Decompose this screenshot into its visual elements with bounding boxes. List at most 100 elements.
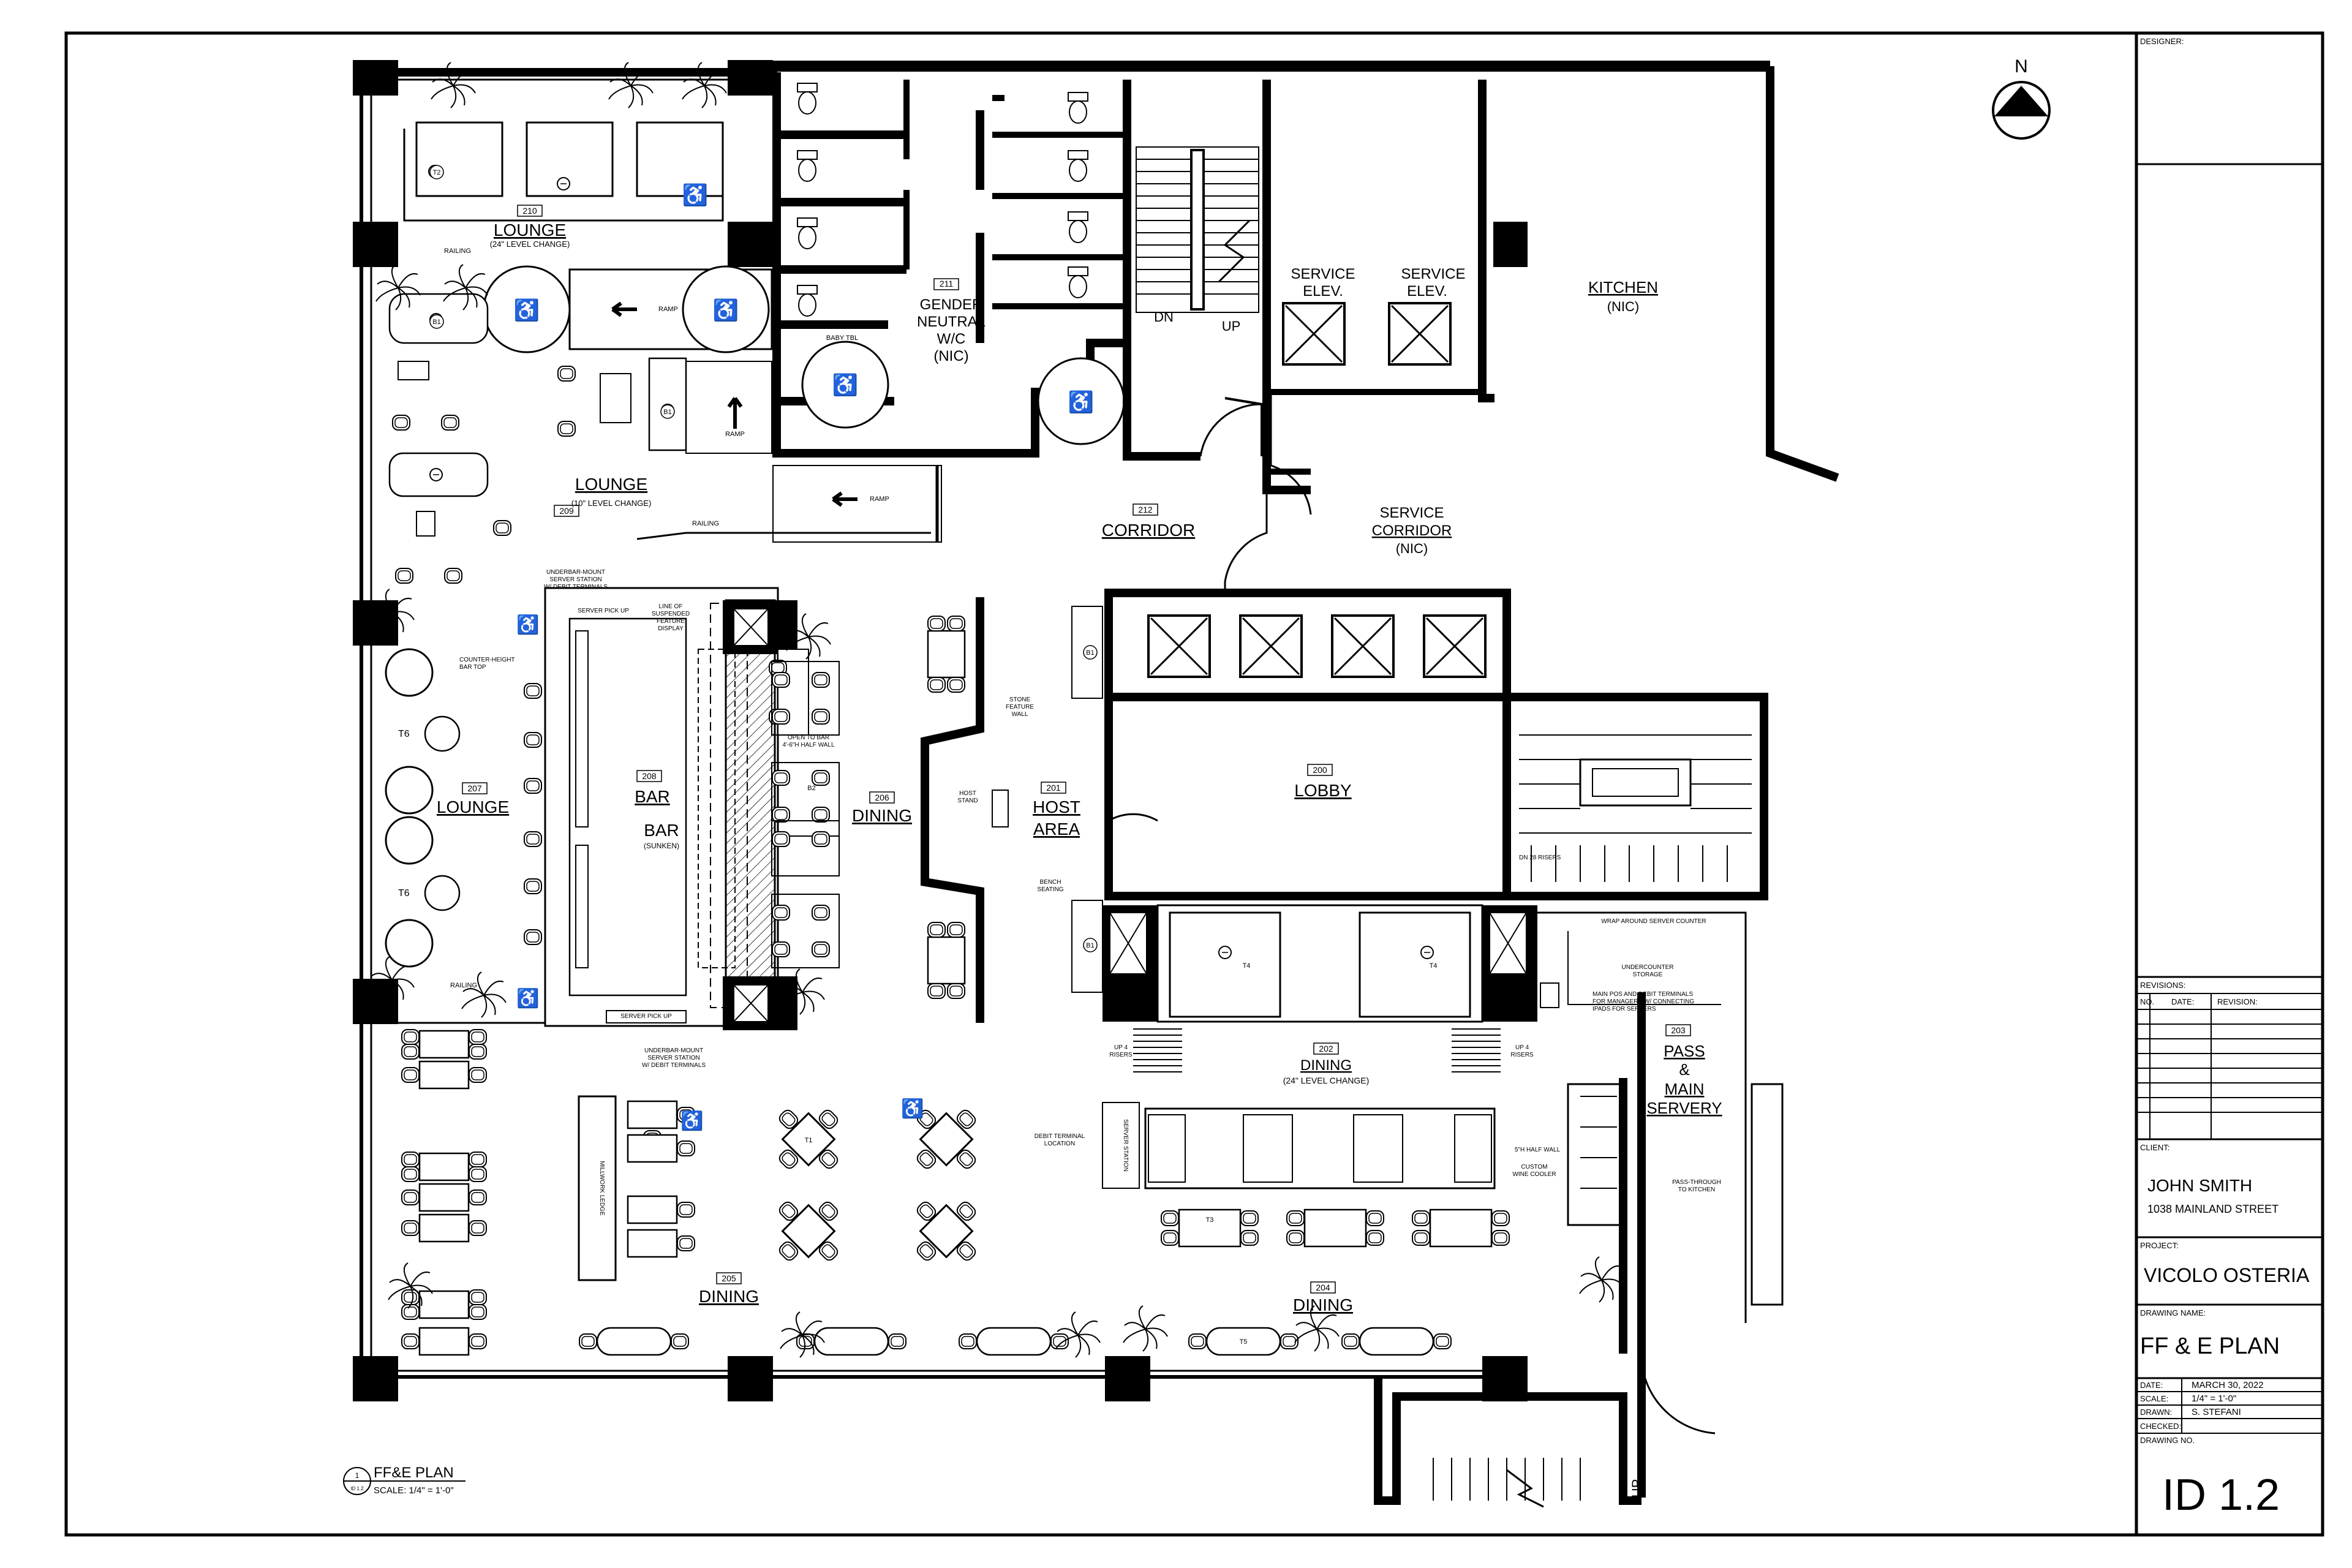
tb-rev-date: DATE: bbox=[2171, 997, 2194, 1006]
lobby-200 bbox=[1104, 589, 1768, 900]
bench-seating-2: SEATING bbox=[1037, 886, 1063, 893]
north-label: N bbox=[2015, 56, 2028, 77]
room-211-line-2: NEUTRAL bbox=[917, 314, 986, 330]
underbar-top-1: UNDERBAR-MOUNT bbox=[546, 569, 605, 576]
stone-feature-wall bbox=[921, 597, 984, 1023]
south-stair-up: UP bbox=[1629, 1479, 1645, 1498]
servery-203 bbox=[1537, 911, 1784, 1434]
tag-t6-1: T6 bbox=[398, 729, 410, 739]
ramp-label-2: RAMP bbox=[725, 431, 745, 438]
dining-205-tables: ♿ ♿ bbox=[388, 1029, 1101, 1358]
underbar-top-2: SERVER STATION bbox=[549, 576, 602, 583]
south-stair bbox=[1433, 1458, 1581, 1508]
tag-b1-b: B1 bbox=[432, 318, 440, 326]
room-208-name: BAR bbox=[635, 787, 670, 806]
dining-202 bbox=[1102, 904, 1537, 1189]
tb-date-value: MARCH 30, 2022 bbox=[2192, 1380, 2264, 1390]
tag-t3-a: T3 bbox=[1206, 1216, 1214, 1224]
counter-height-2: BAR TOP bbox=[459, 664, 486, 671]
tb-drawn-value: S. STEFANI bbox=[2192, 1407, 2241, 1417]
underbar-bottom-3: W/ DEBIT TERMINALS bbox=[642, 1062, 706, 1069]
pass-through-1: PASS-THROUGH bbox=[1672, 1179, 1721, 1186]
bar-block bbox=[544, 587, 797, 1030]
tb-rev-no: NO. bbox=[2140, 997, 2154, 1006]
open-to-bar-2: 4'-6"H HALF WALL bbox=[782, 742, 835, 748]
underbar-bottom-2: SERVER STATION bbox=[647, 1055, 700, 1061]
kitchen-line-1: KITCHEN bbox=[1588, 278, 1658, 296]
service-corridor-line-2: CORRIDOR bbox=[1372, 522, 1452, 539]
tb-client-label: CLIENT: bbox=[2140, 1143, 2169, 1152]
room-201-line-1: HOST bbox=[1033, 797, 1080, 816]
room-211-num: 211 bbox=[940, 279, 954, 288]
room-203-line-4: SERVERY bbox=[1646, 1099, 1722, 1117]
svg-text:♿: ♿ bbox=[514, 298, 540, 322]
svg-text:♿: ♿ bbox=[680, 1110, 703, 1131]
server-pickup-top: SERVER PICK UP bbox=[578, 608, 629, 614]
custom-wine-2: WINE COOLER bbox=[1512, 1171, 1556, 1178]
tag-t2-a: T2 bbox=[433, 169, 441, 176]
lobby-stair-treads bbox=[1519, 734, 1752, 882]
host-stand bbox=[992, 790, 1009, 827]
tb-drawn-label: DRAWN: bbox=[2140, 1408, 2172, 1417]
room-209-sub: (10" LEVEL CHANGE) bbox=[571, 499, 652, 508]
room-209-num: 209 bbox=[559, 506, 574, 516]
sheet-border bbox=[64, 31, 2324, 1537]
underbar-bottom-1: UNDERBAR-MOUNT bbox=[644, 1047, 703, 1054]
drawing-tag-scale: SCALE: 1/4" = 1'-0" bbox=[374, 1485, 454, 1496]
baby-table-label: BABY TBL bbox=[826, 334, 858, 342]
underbar-top-3: W/ DEBIT TERMINALS bbox=[544, 584, 608, 590]
tag-t1-a: T1 bbox=[805, 1137, 813, 1144]
room-212-num: 212 bbox=[1138, 505, 1153, 514]
room-211-line-1: GENDER bbox=[920, 296, 983, 313]
half-wall-note: 5"H HALF WALL bbox=[1515, 1147, 1561, 1153]
tb-drawing-name: FF & E PLAN bbox=[2140, 1333, 2280, 1359]
room-205-num: 205 bbox=[722, 1273, 736, 1283]
room-200-name: LOBBY bbox=[1294, 781, 1352, 800]
drawing-tag-num: 1 bbox=[355, 1471, 360, 1480]
svg-text:♿: ♿ bbox=[516, 614, 539, 635]
tb-date-label: DATE: bbox=[2140, 1381, 2163, 1390]
main-pos-3: IPADS FOR SERVERS bbox=[1593, 1006, 1656, 1012]
room-211-line-3: W/C bbox=[937, 331, 966, 347]
room-201-line-2: AREA bbox=[1033, 820, 1080, 839]
service-elev-1-line-1: SERVICE bbox=[1291, 266, 1355, 282]
service-core bbox=[1262, 80, 1494, 515]
room-207-num: 207 bbox=[467, 783, 482, 793]
room-206-num: 206 bbox=[875, 793, 889, 802]
kitchen-line-2: (NIC) bbox=[1607, 299, 1640, 314]
server-pickup-bottom: SERVER PICK UP bbox=[620, 1013, 672, 1020]
bar-stools bbox=[524, 683, 542, 945]
room-202-num: 202 bbox=[1319, 1044, 1333, 1054]
title-block bbox=[2136, 163, 2323, 1434]
room-200-num: 200 bbox=[1313, 765, 1327, 775]
tag-t4-b: T4 bbox=[1430, 962, 1438, 970]
tag-b1-d: B1 bbox=[1086, 942, 1094, 949]
structural-columns bbox=[353, 60, 1528, 1401]
accessible-icon: ♿ bbox=[1068, 390, 1094, 414]
room-203-line-1: PASS bbox=[1664, 1042, 1705, 1060]
risers-note: DN 28 RISERS bbox=[1519, 854, 1561, 861]
tb-client-name: JOHN SMITH bbox=[2147, 1176, 2252, 1195]
room-205-name: DINING bbox=[699, 1287, 759, 1306]
tb-designer-label: DESIGNER: bbox=[2140, 37, 2184, 46]
room-209-name: LOUNGE bbox=[575, 475, 647, 494]
undercounter-2: STORAGE bbox=[1633, 971, 1663, 978]
tag-b2-a: B2 bbox=[807, 785, 815, 792]
tag-b1-c: B1 bbox=[1086, 649, 1094, 657]
room-211-line-4: (NIC) bbox=[933, 348, 968, 364]
tb-project-label: PROJECT: bbox=[2140, 1241, 2179, 1250]
corridor-door bbox=[1199, 403, 1262, 457]
main-pos-1: MAIN POS AND DEBIT TERMINALS bbox=[1593, 991, 1693, 998]
tb-project-name: VICOLO OSTERIA bbox=[2144, 1264, 2310, 1286]
service-elev-2-line-2: ELEV. bbox=[1407, 283, 1447, 300]
line-suspended-4: DISPLAY bbox=[658, 625, 684, 632]
room-203-num: 203 bbox=[1671, 1025, 1686, 1035]
room-206-name: DINING bbox=[852, 806, 912, 825]
svg-text:♿: ♿ bbox=[901, 1098, 924, 1119]
stair-dn: DN bbox=[1154, 309, 1174, 325]
drawing-tag-title: FF&E PLAN bbox=[374, 1464, 454, 1481]
line-suspended-3: FEATURE bbox=[657, 618, 685, 625]
ramp-area: ♿ ♿ bbox=[483, 265, 942, 543]
bar-sunken-sub: (SUNKEN) bbox=[644, 842, 679, 850]
service-corridor-line-1: SERVICE bbox=[1380, 505, 1444, 521]
